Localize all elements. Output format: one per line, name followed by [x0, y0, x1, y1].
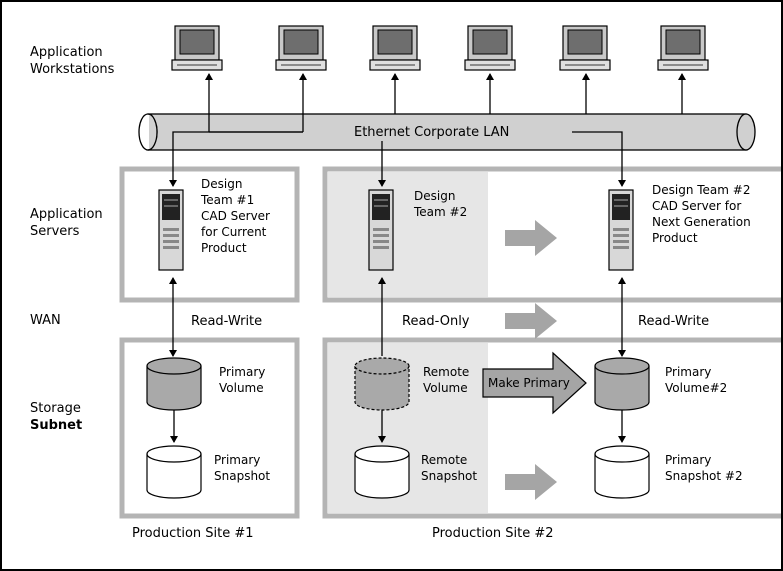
workstation-2 — [275, 25, 327, 71]
arrow-server — [505, 220, 557, 256]
primary-volume2-label: Primary Volume#2 — [665, 364, 727, 396]
row-label-servers: Application Servers — [30, 206, 103, 240]
label-line: Product — [652, 231, 698, 245]
label-line: Design Team #2 — [652, 183, 751, 197]
primary-snapshot2-cylinder — [594, 445, 650, 499]
grey-arrows — [505, 220, 557, 500]
make-primary-arrow — [482, 351, 587, 415]
workstation-4 — [464, 25, 516, 71]
workstation-6 — [657, 25, 709, 71]
site1-label: Production Site #1 — [132, 526, 254, 541]
row-label-line: Application — [30, 45, 103, 60]
workstation-1 — [171, 25, 223, 71]
label-line: Primary — [665, 365, 712, 379]
primary-volume2-cylinder — [594, 357, 650, 411]
remote-volume-label: Remote Volume — [423, 364, 469, 396]
label-line: Primary — [219, 365, 266, 379]
label-line: Volume — [219, 381, 264, 395]
arrow-wan — [505, 303, 557, 339]
link-label-rw1: Read-Write — [191, 314, 263, 329]
primary-snapshot2-label: Primary Snapshot #2 — [665, 452, 743, 484]
make-primary-label: Make Primary — [488, 376, 570, 390]
row-label-line: Servers — [30, 224, 80, 239]
server-storage-links — [169, 277, 626, 357]
label-line: for Current — [201, 225, 267, 239]
site1-server-panel — [119, 166, 300, 303]
lan-label: Ethernet Corporate LAN — [352, 124, 512, 141]
label-line: Remote — [421, 453, 468, 467]
label-line: Next Generation — [652, 215, 751, 229]
link-label-ro: Read-Only — [402, 314, 470, 329]
row-label-line: Application — [30, 207, 103, 222]
server-2 — [368, 189, 394, 271]
label-line: Remote — [423, 365, 470, 379]
row-label-line-bold: Subnet — [30, 418, 83, 433]
label-line: Team #1 — [201, 193, 255, 207]
workstation-3 — [369, 25, 421, 71]
label-line: CAD Server — [201, 209, 270, 223]
label-line: Snapshot — [421, 469, 478, 483]
remote-snapshot-label: Remote Snapshot — [421, 452, 477, 484]
label-line: Product — [201, 241, 247, 255]
label-line: Snapshot — [214, 469, 271, 483]
remote-volume-cylinder — [354, 357, 410, 411]
server3-label: Design Team #2 CAD Server for Next Gener… — [652, 182, 751, 246]
primary-volume-cylinder — [146, 357, 202, 411]
row-label-wan: WAN — [30, 313, 61, 328]
label-line: Design — [414, 189, 456, 203]
label-line: Primary — [214, 453, 261, 467]
primary-volume-label: Primary Volume — [219, 364, 265, 396]
primary-snapshot-label: Primary Snapshot — [214, 452, 270, 484]
site2-label: Production Site #2 — [432, 526, 554, 541]
primary-snapshot-cylinder — [146, 445, 202, 499]
row-label-line: Workstations — [30, 62, 115, 77]
server1-label: Design Team #1 CAD Server for Current Pr… — [201, 176, 270, 256]
workstation-5 — [559, 25, 611, 71]
label-line: Team #2 — [414, 205, 468, 219]
site2-server-shade — [328, 172, 488, 297]
remote-snapshot-cylinder — [354, 445, 410, 499]
label-line: Volume#2 — [665, 381, 728, 395]
label-line: Snapshot #2 — [665, 469, 743, 483]
server-1 — [158, 189, 184, 271]
row-label-workstations: Application Workstations — [30, 44, 114, 78]
row-label-line: Storage — [30, 401, 81, 416]
lan-server-links — [169, 131, 626, 187]
row-label-storage: Storage Subnet — [30, 400, 82, 434]
label-line: Volume — [423, 381, 468, 395]
volume-snapshot-links — [170, 410, 626, 443]
server2-label: Design Team #2 — [414, 188, 467, 220]
link-label-rw2: Read-Write — [638, 314, 710, 329]
label-line: Design — [201, 177, 243, 191]
label-line: CAD Server for — [652, 199, 742, 213]
arrow-snapshot — [505, 464, 557, 500]
server-3 — [608, 189, 634, 271]
label-line: Primary — [665, 453, 712, 467]
